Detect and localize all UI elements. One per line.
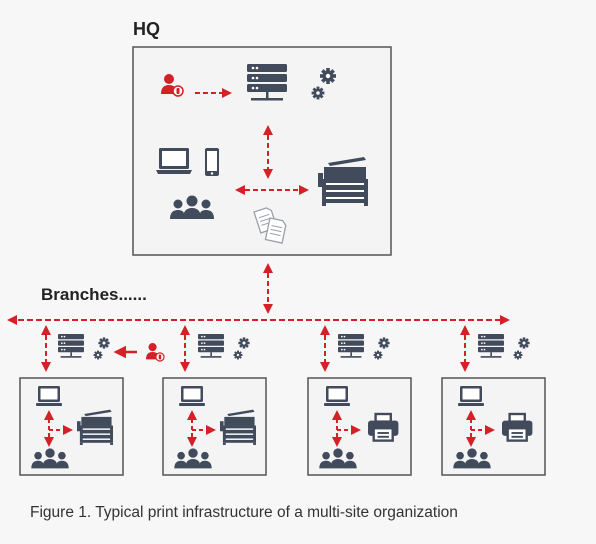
print-server-icon	[478, 334, 504, 358]
branch-site	[162, 325, 267, 476]
branch-site	[307, 325, 412, 476]
print-server-icon	[198, 334, 224, 358]
figure-caption: Figure 1. Typical print infrastructure o…	[30, 504, 458, 521]
user-badge-icon	[145, 342, 165, 362]
gear-icon	[233, 337, 250, 360]
gear-icon	[373, 337, 390, 360]
monitor-icon	[458, 386, 484, 406]
branch-site	[441, 325, 546, 476]
monitor-icon	[324, 386, 350, 406]
hq-site	[132, 46, 392, 256]
branches-label: Branches......	[41, 285, 147, 304]
gear-icon	[93, 337, 110, 360]
laptop-icon	[156, 148, 192, 174]
hq-label: HQ	[133, 19, 160, 39]
gear-icon	[513, 337, 530, 360]
monitor-icon	[36, 386, 62, 406]
branch-site	[19, 325, 165, 476]
print-server-icon	[338, 334, 364, 358]
print-server-icon	[58, 334, 84, 358]
phone-icon	[205, 148, 219, 176]
monitor-icon	[179, 386, 205, 406]
